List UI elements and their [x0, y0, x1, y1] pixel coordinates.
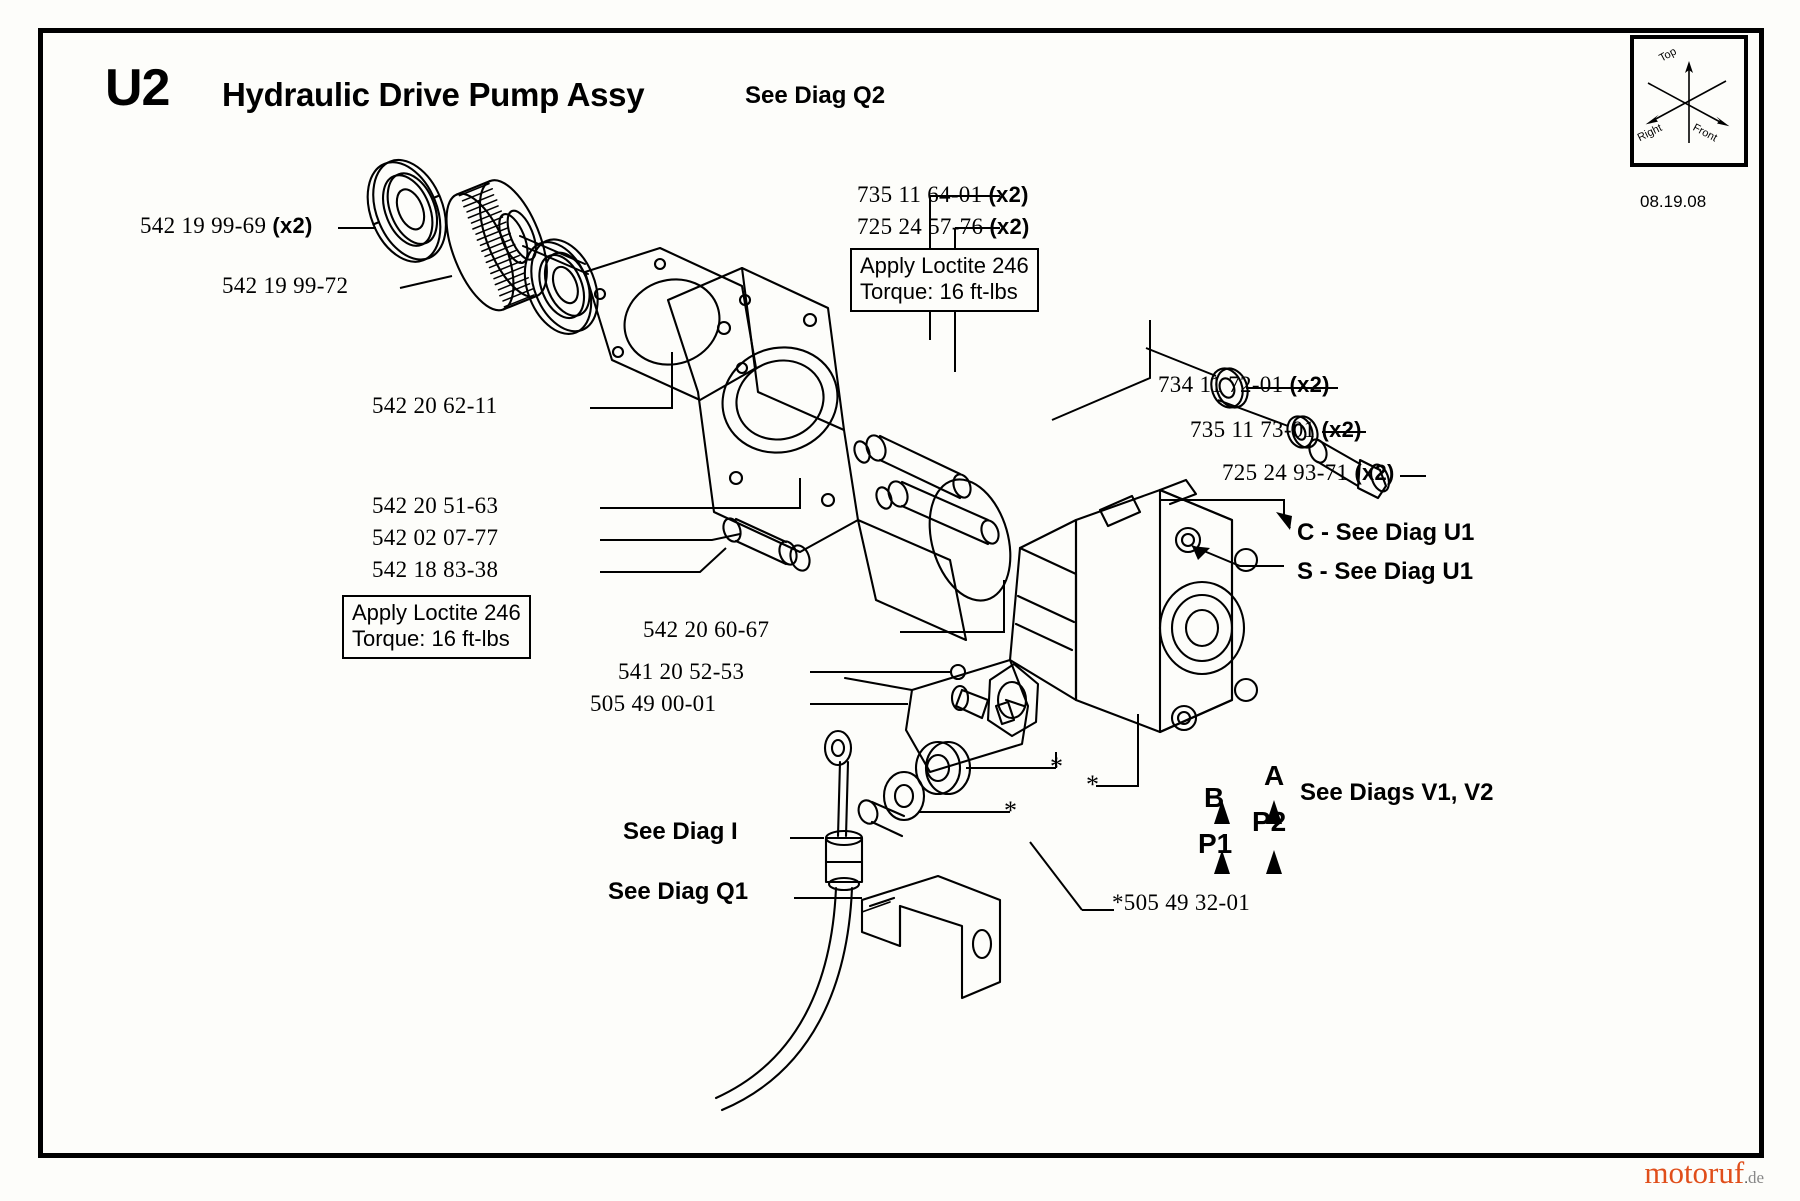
- note-loctite-top-line2: Torque: 16 ft-lbs: [860, 278, 1018, 304]
- label-see-diags-v1-v2: See Diags V1, V2: [1300, 779, 1494, 806]
- label-542199972: 542 19 99-72: [222, 273, 349, 298]
- label-725249371: 725 24 93-71 (x2): [1222, 460, 1395, 485]
- label-542206211: 542 20 62-11: [372, 393, 498, 418]
- label-see-diag-u1-c: C - See Diag U1: [1297, 519, 1475, 546]
- label-734117201: 734 11 72-01 (x2): [1158, 372, 1330, 397]
- logo-dot: .: [1744, 1171, 1748, 1187]
- label-port-b: B: [1204, 782, 1225, 813]
- label-735116401: 735 11 64-01 (x2): [857, 182, 1029, 207]
- label-see-diag-q1: See Diag Q1: [608, 878, 749, 905]
- note-loctite-top: Apply Loctite 246 Torque: 16 ft-lbs: [850, 248, 1039, 312]
- logo-tld: de: [1747, 1168, 1764, 1187]
- label-505493201: *505 49 32-01: [1112, 890, 1251, 915]
- label-505490001: 505 49 00-01: [590, 691, 717, 716]
- page-subtitle-reference: See Diag Q2: [745, 82, 886, 109]
- label-port-p1: P1: [1198, 828, 1233, 859]
- compass-axes-icon: [1645, 61, 1730, 143]
- label-see-diag-u1-s: S - See Diag U1: [1297, 558, 1474, 585]
- label-port-p2: P2: [1252, 806, 1287, 837]
- asterisk-marker-3: *: [1086, 770, 1100, 799]
- label-735117301: 735 11 73-01 (x2): [1190, 417, 1362, 442]
- note-loctite-top-line1: Apply Loctite 246: [860, 253, 1029, 278]
- label-542199969: 542 19 99-69 (x2): [140, 213, 313, 238]
- label-542206067: 542 20 60-67: [643, 617, 770, 642]
- site-logo: motoruf.de: [1644, 1155, 1764, 1191]
- label-542205163: 542 20 51-63: [372, 493, 499, 518]
- note-loctite-left-line1: Apply Loctite 246: [352, 600, 521, 625]
- note-loctite-left: Apply Loctite 246 Torque: 16 ft-lbs: [342, 595, 531, 659]
- page-code: U2: [105, 59, 170, 117]
- logo-text: motoruf: [1644, 1155, 1745, 1190]
- revision-date: 08.19.08: [1640, 192, 1707, 211]
- label-see-diag-i: See Diag I: [623, 818, 738, 845]
- label-541205253: 541 20 52-53: [618, 659, 745, 684]
- note-loctite-left-line2: Torque: 16 ft-lbs: [352, 625, 510, 651]
- asterisk-marker-1: *: [1050, 752, 1064, 781]
- label-port-a: A: [1264, 760, 1285, 791]
- label-725245776: 725 24 57-76 (x2): [857, 214, 1030, 239]
- page-title: Hydraulic Drive Pump Assy: [222, 76, 645, 113]
- asterisk-marker-2: *: [1004, 796, 1018, 825]
- label-542020777: 542 02 07-77: [372, 525, 499, 550]
- label-542188338: 542 18 83-38: [372, 557, 499, 582]
- orientation-compass: Top Right Front: [1630, 35, 1748, 167]
